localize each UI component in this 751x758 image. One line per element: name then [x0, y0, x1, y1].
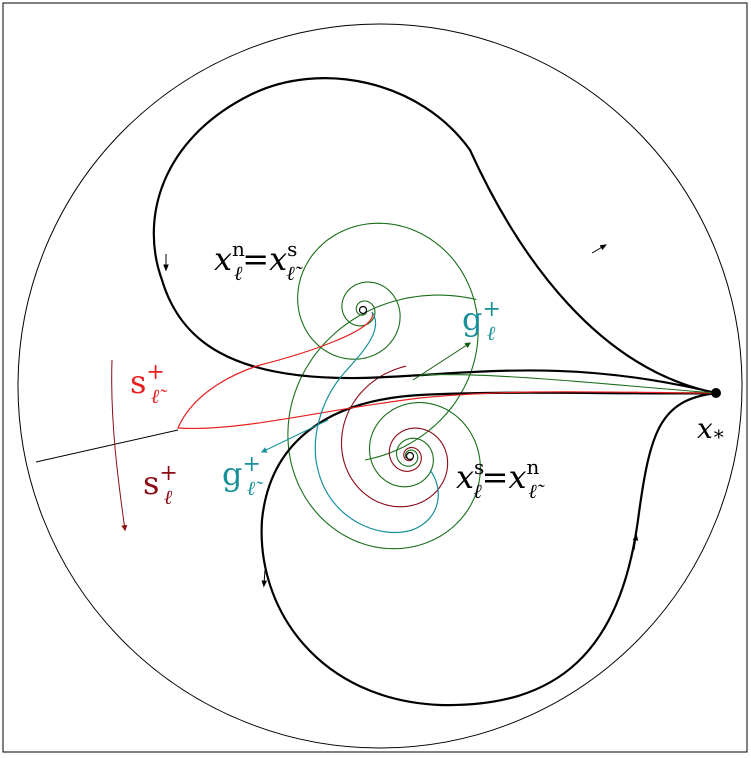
lower-homoclinic-loop [260, 391, 717, 707]
darkred-flow-arrow [111, 359, 128, 532]
spiral-group [287, 222, 481, 550]
lower-green-spiral [287, 294, 481, 550]
green-connecting-curve [419, 374, 717, 394]
thin-boundary-segment [35, 429, 179, 463]
upper-focus-point [358, 305, 368, 315]
orbit-arrow-lower-left [261, 569, 268, 588]
label-s-tilde-ell-plus: s+ℓ̃ [130, 360, 167, 408]
boundary-circle [17, 23, 743, 749]
lower-focus-point [405, 451, 415, 461]
label-s-ell-plus: s+ℓ [143, 461, 178, 509]
green-direction-arrow [412, 342, 472, 381]
orbit-arrow-upper-right [591, 244, 608, 254]
teal-curve [314, 311, 439, 534]
teal-direction-arrow [260, 419, 329, 453]
label-g-ell-plus: g+ℓ [462, 297, 501, 345]
upper-green-spiral [297, 222, 479, 461]
lower-darkred-spiral [340, 365, 449, 508]
red-stable-curve [177, 311, 717, 430]
label-x-star: x* [697, 412, 724, 449]
label-g-tilde-ell-plus: g+ℓ̃ [222, 452, 263, 500]
saddle-point-x-star [711, 388, 721, 398]
orbit-arrow-lower-right [632, 533, 639, 551]
